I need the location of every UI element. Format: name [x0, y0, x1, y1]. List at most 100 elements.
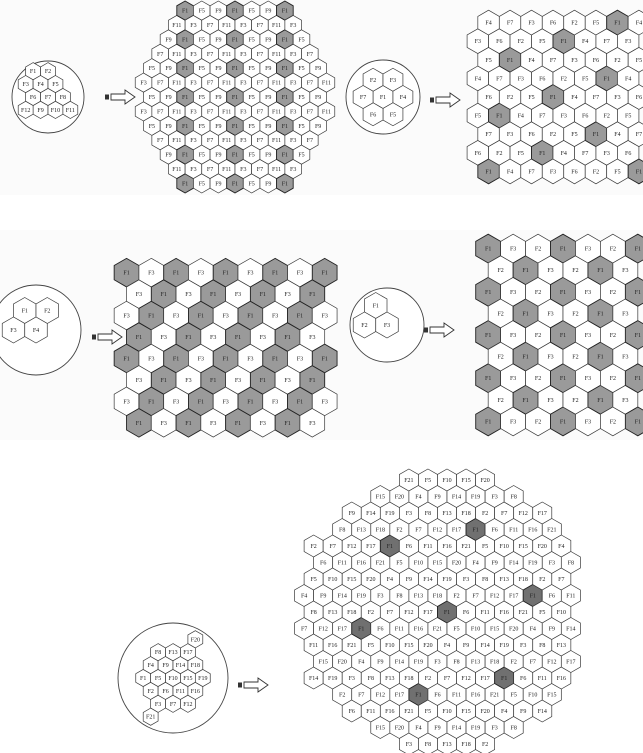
hex-cell-label: F2	[572, 311, 578, 317]
hex-cell-label: F2	[610, 247, 616, 253]
hex-cell-label: F7	[157, 81, 163, 87]
hex-cell-label: F1	[597, 311, 603, 317]
tiling-hex-cell: F3	[311, 300, 338, 331]
hex-cell-label: F2	[610, 333, 616, 339]
hex-cell-label: F16	[385, 709, 394, 715]
hex-cell-label: F19	[528, 561, 537, 567]
hex-cell-label: F5	[482, 544, 488, 550]
hex-cell-label: F5	[453, 627, 459, 633]
hex-cell-label: F7	[307, 138, 313, 144]
hex-cell-label: F3	[463, 577, 469, 583]
hex-cell-label: F14	[423, 577, 432, 583]
hex-cell-label: F7	[257, 109, 263, 115]
hex-cell-label: F3	[475, 39, 481, 45]
hex-cell-label: F5	[298, 124, 304, 130]
hex-cell-label: F3	[260, 421, 266, 427]
hex-cell-label: F3	[198, 356, 204, 362]
hex-cell-shape	[627, 121, 643, 148]
hex-cell-label: F21	[461, 544, 470, 550]
hex-cell-label: F5	[248, 37, 254, 43]
hex-cell-label: F3	[240, 138, 246, 144]
hex-cell-label: F1	[522, 355, 528, 361]
hex-cell-label: F2	[539, 577, 545, 583]
arrow-shaft	[110, 89, 136, 105]
hex-cell-label: F7	[301, 627, 307, 633]
hex-cell-label: F3	[155, 702, 161, 708]
hex-cell-label: F9	[162, 663, 168, 669]
hex-cell-label: F11	[172, 81, 181, 87]
hex-cell-label: F3	[235, 292, 241, 298]
hex-cell-label: F5	[571, 132, 577, 138]
hex-cell-label: F2	[453, 594, 459, 600]
hex-cell-label: F6	[571, 169, 577, 175]
hex-cell-label: F3	[549, 561, 555, 567]
hex-cell-label: F3	[547, 398, 553, 404]
hex-cell-label: F4	[518, 114, 524, 120]
hex-cell-label: F1	[597, 398, 603, 404]
hex-cell-label: F2	[507, 95, 513, 101]
hex-cell-label: F2	[361, 323, 367, 329]
hex-cell-shape	[624, 233, 643, 264]
hex-cell-label: F3	[222, 314, 228, 320]
hex-cell-label: F3	[140, 81, 146, 87]
hex-cell-label: F13	[499, 577, 508, 583]
pattern-hex-cell: F3	[375, 311, 399, 339]
hex-cell-label: F12	[490, 594, 499, 600]
hex-cell-label: F5	[539, 39, 545, 45]
hex-cell-label: F1	[140, 676, 146, 682]
hex-cell-label: F1	[182, 124, 188, 130]
hex-cell-label: F1	[282, 9, 288, 15]
hex-cell-label: F1	[322, 271, 328, 277]
hex-cell-label: F9	[315, 66, 321, 72]
hex-cell-label: F1	[161, 292, 167, 298]
hex-cell-label: F7	[387, 610, 393, 616]
arrow-grip	[92, 334, 96, 340]
hex-cell-label: F3	[550, 169, 556, 175]
tiling-hex-cell: F5	[627, 46, 643, 73]
hex-cell-label: F7	[207, 138, 213, 144]
hex-cell-label: F1	[560, 290, 566, 296]
hex-cell-label: F1	[232, 9, 238, 15]
hex-cell-label: F8	[539, 643, 545, 649]
hex-cell-label: F3	[622, 355, 628, 361]
hex-cell-label: F9	[315, 124, 321, 130]
hex-cell-label: F1	[173, 271, 179, 277]
hex-cell-label: F9	[165, 95, 171, 101]
hex-cell-label: F3	[185, 378, 191, 384]
hex-cell-label: F1	[282, 95, 288, 101]
hex-cell-label: F5	[149, 95, 155, 101]
hex-cell-label: F6	[30, 95, 36, 101]
hex-cell-label: F7	[582, 151, 588, 157]
hex-cell-label: F20	[452, 561, 461, 567]
hex-cell-label: F9	[165, 153, 171, 159]
hex-cell-label: F2	[368, 610, 374, 616]
hex-cell-label: F14	[538, 709, 547, 715]
hex-cell-label: F3	[585, 419, 591, 425]
hex-cell-label: F2	[572, 398, 578, 404]
hex-cell-label: F16	[499, 610, 508, 616]
tiling-hex-cell: F1	[624, 320, 643, 350]
hex-cell-label: F14	[366, 511, 375, 517]
hex-cell-label: F3	[190, 81, 196, 87]
hex-cell-label: F11	[66, 108, 75, 114]
hex-cell-label: F11	[322, 81, 331, 87]
hex-cell-label: F5	[625, 114, 631, 120]
hex-cell-label: F11	[172, 52, 181, 58]
hex-cell-label: F8	[453, 660, 459, 666]
hex-cell-label: F2	[572, 268, 578, 274]
arrow-shaft	[97, 329, 123, 345]
hex-cell-label: F1	[136, 335, 142, 341]
hex-cell-label: F11	[395, 627, 404, 633]
hex-cell-label: F8	[511, 726, 517, 732]
hex-cell-label: F21	[404, 709, 413, 715]
hex-cell-label: F3	[510, 247, 516, 253]
hex-cell-label: F1	[182, 181, 188, 187]
hex-cell-label: F1	[597, 355, 603, 361]
hex-cell-label: F4	[636, 21, 642, 27]
hex-cell-label: F6	[162, 689, 168, 695]
hex-cell-label: F1	[560, 247, 566, 253]
hex-cell-label: F6	[463, 610, 469, 616]
hex-cell-label: F9	[215, 66, 221, 72]
hex-cell-label: F13	[442, 511, 451, 517]
hex-cell-label: F5	[52, 82, 58, 88]
